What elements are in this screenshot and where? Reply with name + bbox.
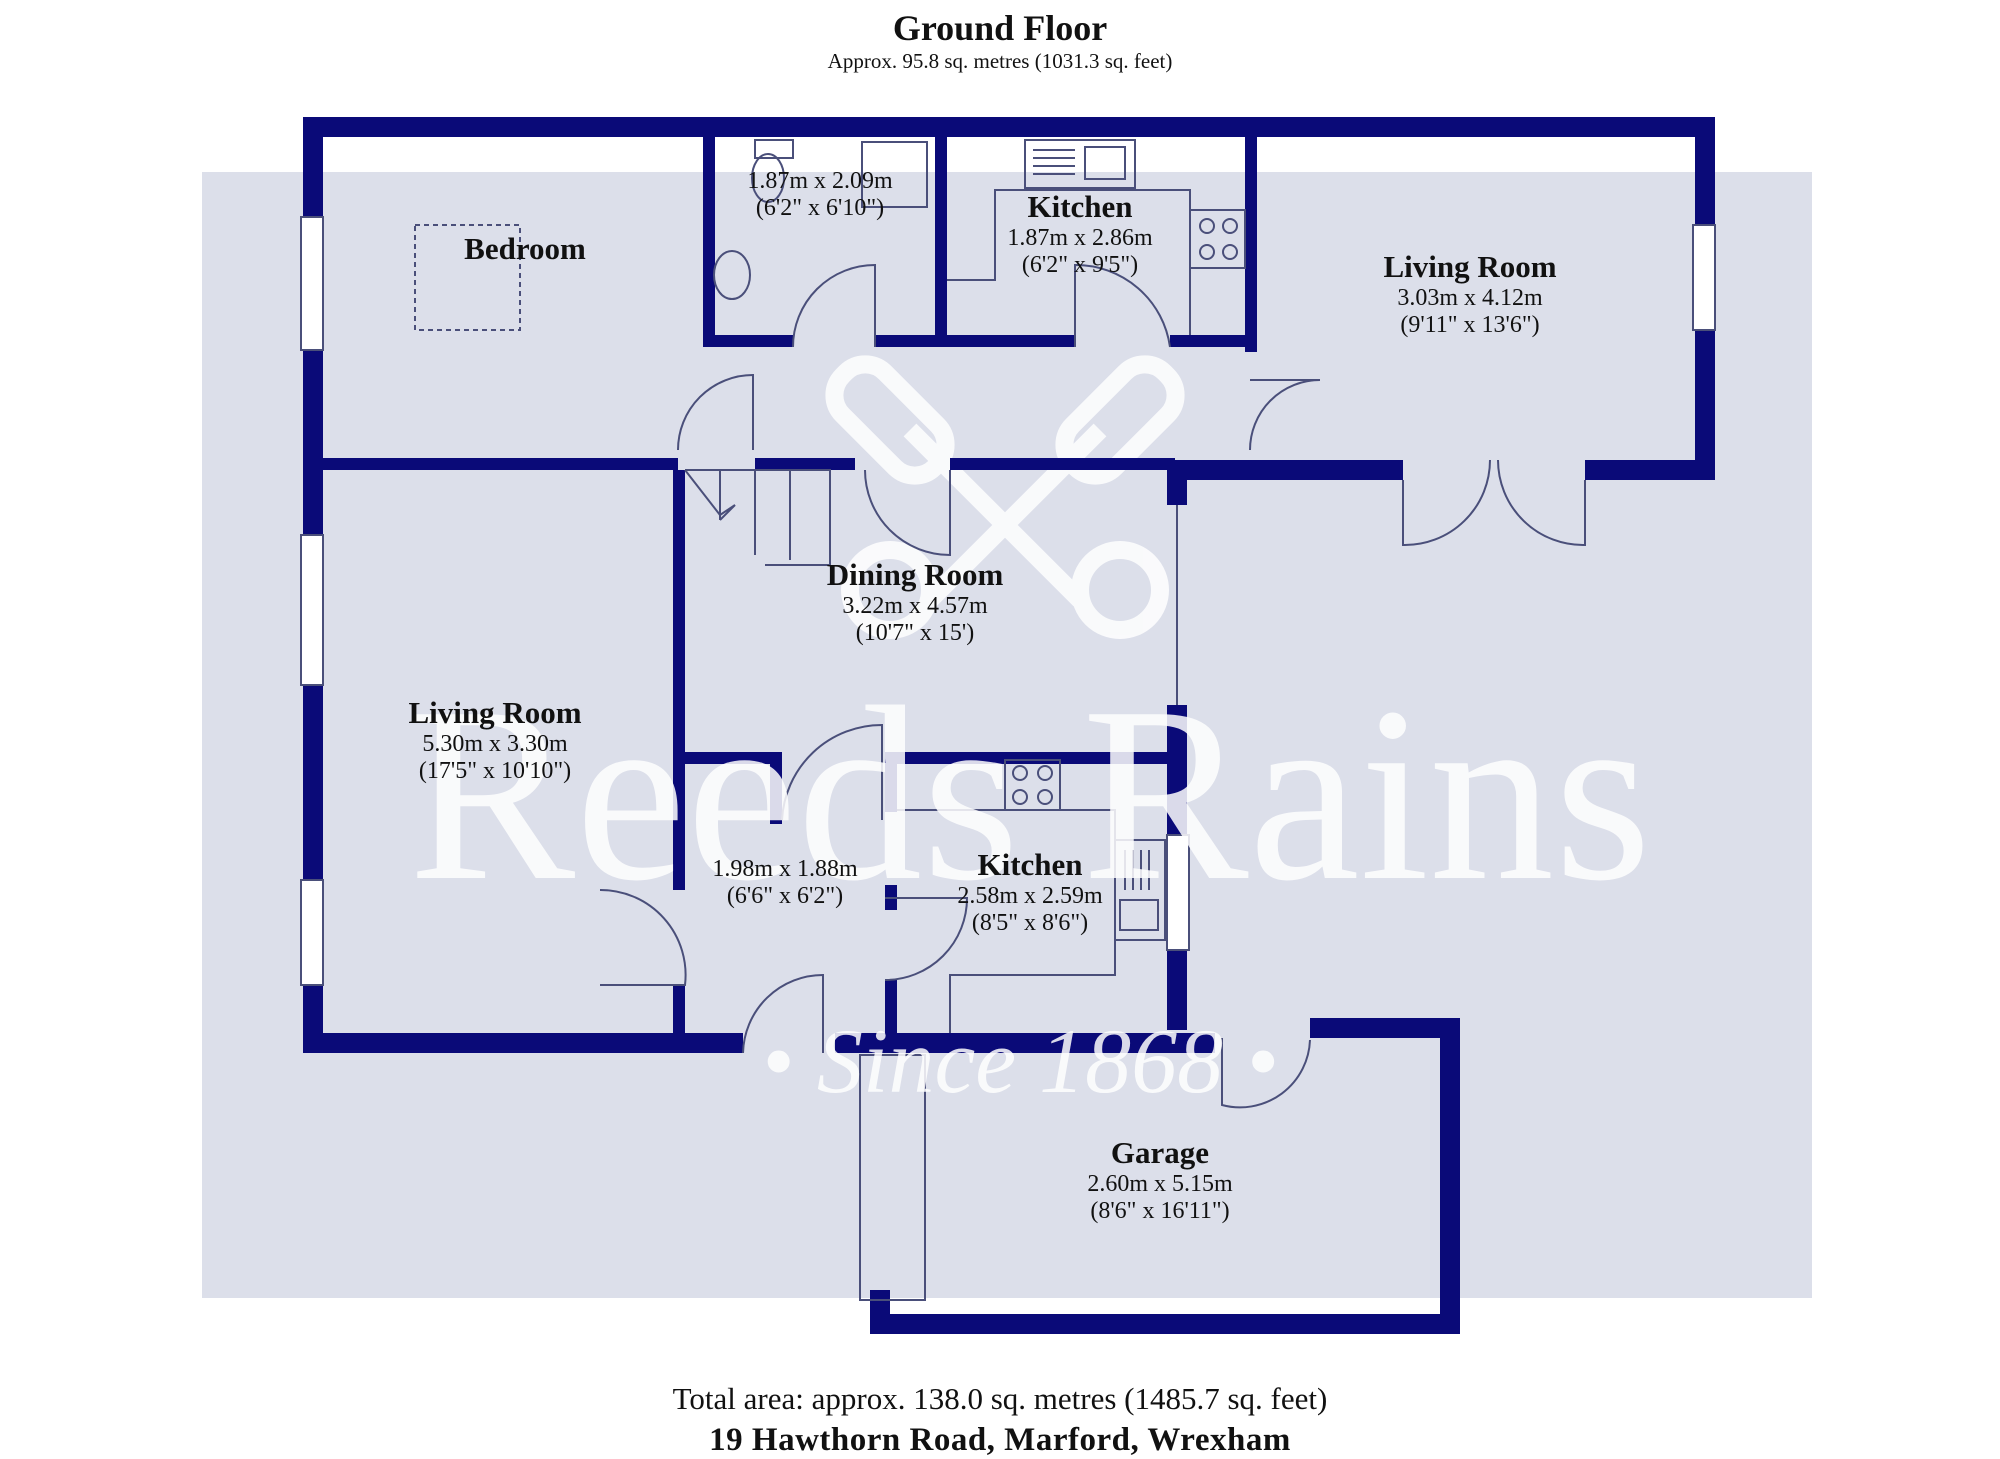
room-name: Living Room: [1383, 249, 1557, 284]
room-label-bathroom: 1.87m x 2.09m (6'2" x 6'10"): [700, 168, 940, 222]
room-label-hall: 1.98m x 1.88m (6'6" x 6'2"): [670, 856, 900, 910]
door-swings: [599, 263, 1586, 1109]
room-label-living-room-left: Living Room 5.30m x 3.30m (17'5" x 10'10…: [390, 695, 600, 784]
room-dims: 2.60m x 5.15m: [1087, 1170, 1233, 1197]
room-name: Kitchen: [977, 847, 1083, 882]
watermark-tagline: • Since 1868 •: [761, 1010, 1279, 1112]
floor-shading: [202, 172, 1812, 1298]
page-title: Ground Floor: [892, 8, 1108, 48]
room-label-kitchen-lower: Kitchen 2.58m x 2.59m (8'5" x 8'6"): [900, 847, 1160, 936]
room-dims: 3.22m x 4.57m: [842, 592, 988, 619]
fixtures: [414, 139, 1246, 1301]
room-dims: 3.03m x 4.12m: [1397, 284, 1543, 311]
room-imperial: (8'5" x 8'6"): [971, 909, 1089, 936]
room-label-garage: Garage 2.60m x 5.15m (8'6" x 16'11"): [1040, 1135, 1280, 1224]
page-subtitle: Approx. 95.8 sq. metres (1031.3 sq. feet…: [827, 49, 1173, 73]
room-name: Garage: [1110, 1135, 1210, 1170]
room-name: Kitchen: [1027, 189, 1133, 224]
windows: [300, 216, 1716, 986]
room-imperial: (6'2" x 9'5"): [1021, 251, 1139, 278]
room-dims: 1.87m x 2.09m: [747, 168, 893, 194]
room-label-bedroom: Bedroom: [360, 231, 690, 267]
room-dims: 1.87m x 2.86m: [1007, 224, 1153, 251]
room-imperial: (6'2" x 6'10"): [755, 194, 885, 221]
room-imperial: (9'11" x 13'6"): [1400, 311, 1540, 338]
room-dims: 1.98m x 1.88m: [712, 856, 858, 882]
room-imperial: (17'5" x 10'10"): [418, 757, 572, 784]
room-imperial: (10'7" x 15'): [855, 619, 975, 646]
room-label-kitchen-upper: Kitchen 1.87m x 2.86m (6'2" x 9'5"): [950, 189, 1210, 278]
watermark-brand: Reeds Rains: [408, 656, 1652, 933]
total-area: Total area: approx. 138.0 sq. metres (14…: [672, 1381, 1328, 1416]
room-imperial: (8'6" x 16'11"): [1090, 1197, 1230, 1224]
room-dims: 5.30m x 3.30m: [422, 730, 568, 757]
room-name: Living Room: [408, 695, 582, 730]
room-imperial: (6'6" x 6'2"): [726, 882, 844, 909]
property-address: 19 Hawthorn Road, Marford, Wrexham: [709, 1422, 1291, 1458]
walls: [303, 117, 1715, 1334]
room-label-living-room-right: Living Room 3.03m x 4.12m (9'11" x 13'6"…: [1360, 249, 1580, 338]
room-name: Dining Room: [826, 557, 1004, 592]
room-dims: 2.58m x 2.59m: [957, 882, 1103, 909]
room-label-dining-room: Dining Room 3.22m x 4.57m (10'7" x 15'): [815, 557, 1015, 646]
room-name: Bedroom: [464, 231, 586, 266]
